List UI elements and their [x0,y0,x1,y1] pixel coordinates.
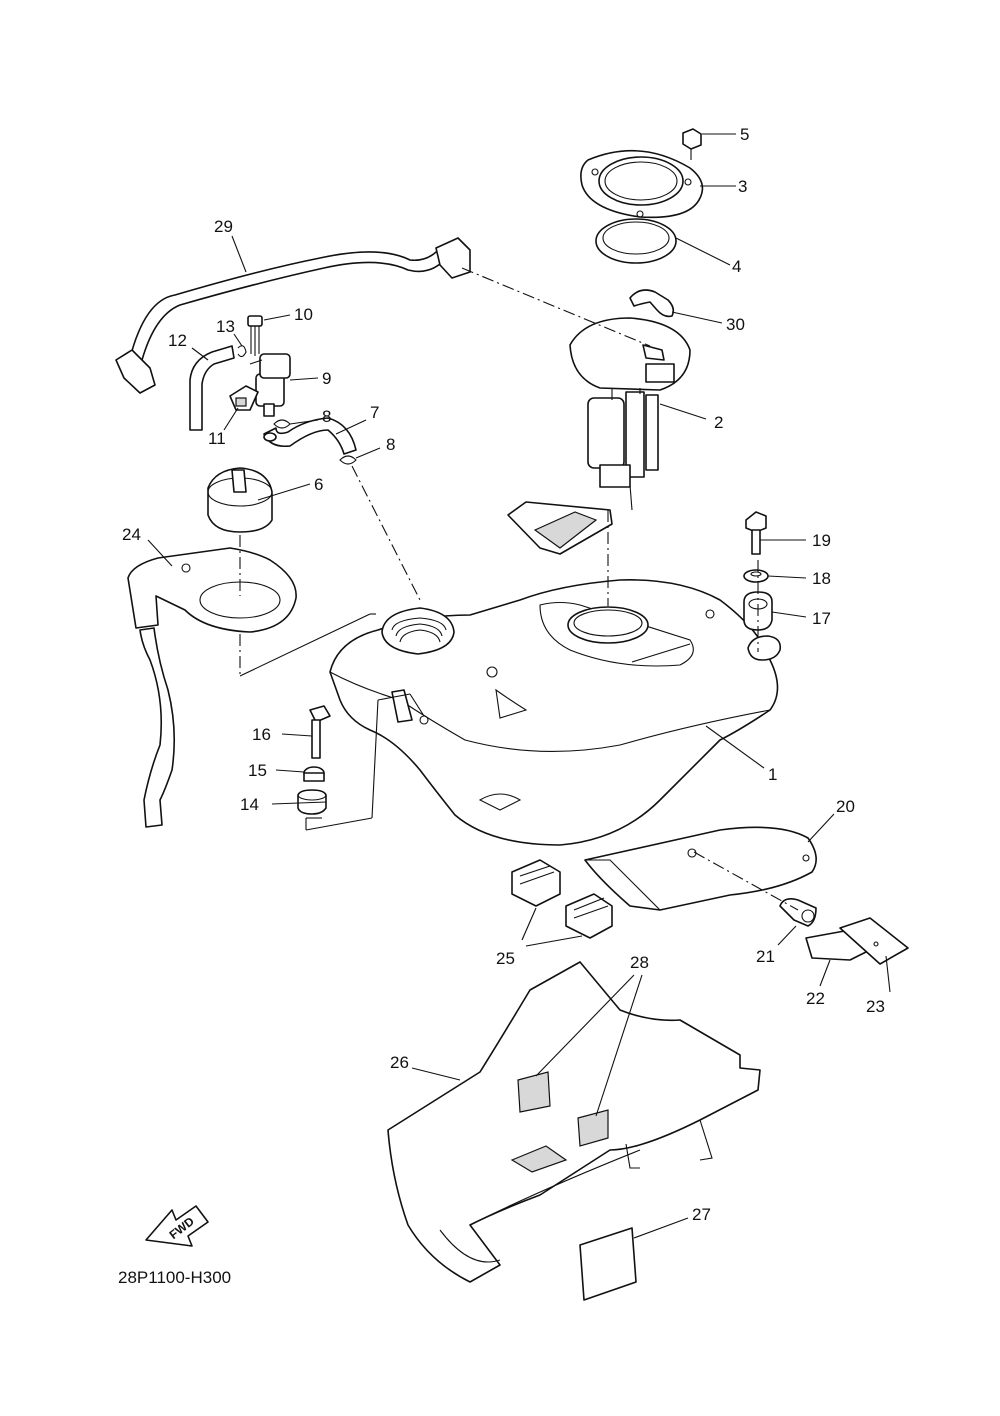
callout-27: 27 [692,1205,711,1224]
callout-10: 10 [294,305,313,324]
assembly-lines [239,267,799,911]
callout-20: 20 [836,797,855,816]
part-24-filler-cup [127,547,297,828]
leader-lines [147,133,891,1239]
callout-29: 29 [214,217,233,236]
callout-8-lower: 8 [386,435,395,454]
part-1-fuel-tank [329,579,782,846]
part-29-vent-hose [115,237,471,394]
part-9-valve [249,353,291,417]
callout-15: 15 [248,761,267,780]
callout-2: 2 [714,413,723,432]
callout-11: 11 [208,429,226,448]
callout-3: 3 [738,177,747,196]
callout-18: 18 [812,569,831,588]
part-23-plate [839,917,909,965]
part-8-clamp-upper [273,419,291,429]
fwd-arrow-icon: FWD [145,1205,209,1247]
callout-22: 22 [806,989,825,1008]
part-15-washer [303,766,325,782]
callout-12: 12 [168,331,187,350]
part-11-bracket [229,385,259,411]
callout-30: 30 [726,315,745,334]
callout-4: 4 [732,257,741,276]
part-5-nut [682,128,702,160]
part-30-clip [629,289,675,318]
callout-labels: 1 2 3 4 5 6 7 8 8 9 10 11 12 13 14 15 16… [122,125,885,1224]
callout-7: 7 [370,403,379,422]
diagram-code: 28P1100-H300 [118,1268,232,1287]
callout-8-upper: 8 [322,407,331,426]
part-12-hose [189,345,235,431]
part-4-gasket [595,218,677,264]
part-6-fuel-cap [207,467,273,533]
part-18-washer [743,569,769,583]
part-20-heat-shield [584,826,817,911]
callout-19: 19 [812,531,831,550]
callout-28: 28 [630,953,649,972]
part-25-damper-right [565,893,613,939]
callout-17: 17 [812,609,831,628]
callout-1: 1 [768,765,777,784]
callout-14: 14 [240,795,259,814]
callout-16: 16 [252,725,271,744]
callout-5: 5 [740,125,749,144]
part-3-retainer-plate [580,149,704,219]
callout-13: 13 [216,317,235,336]
part-21-screw [779,898,817,927]
part-25-damper-left [511,859,561,907]
callout-6: 6 [314,475,323,494]
part-10-bolt [247,315,263,356]
part-13-clip [237,345,247,358]
part-7-hose [263,417,357,455]
callout-23: 23 [866,997,885,1016]
callout-24: 24 [122,525,141,544]
part-27-label [579,1227,637,1301]
callout-9: 9 [322,369,331,388]
part-8-clamp-lower [339,455,357,465]
part-2-fuel-pump [507,317,691,555]
callout-26: 26 [390,1053,409,1072]
callout-21: 21 [756,947,775,966]
part-19-bolt [745,511,767,555]
part-26-under-cover [387,961,761,1283]
callout-25: 25 [496,949,515,968]
part-16-bolt [309,705,331,759]
